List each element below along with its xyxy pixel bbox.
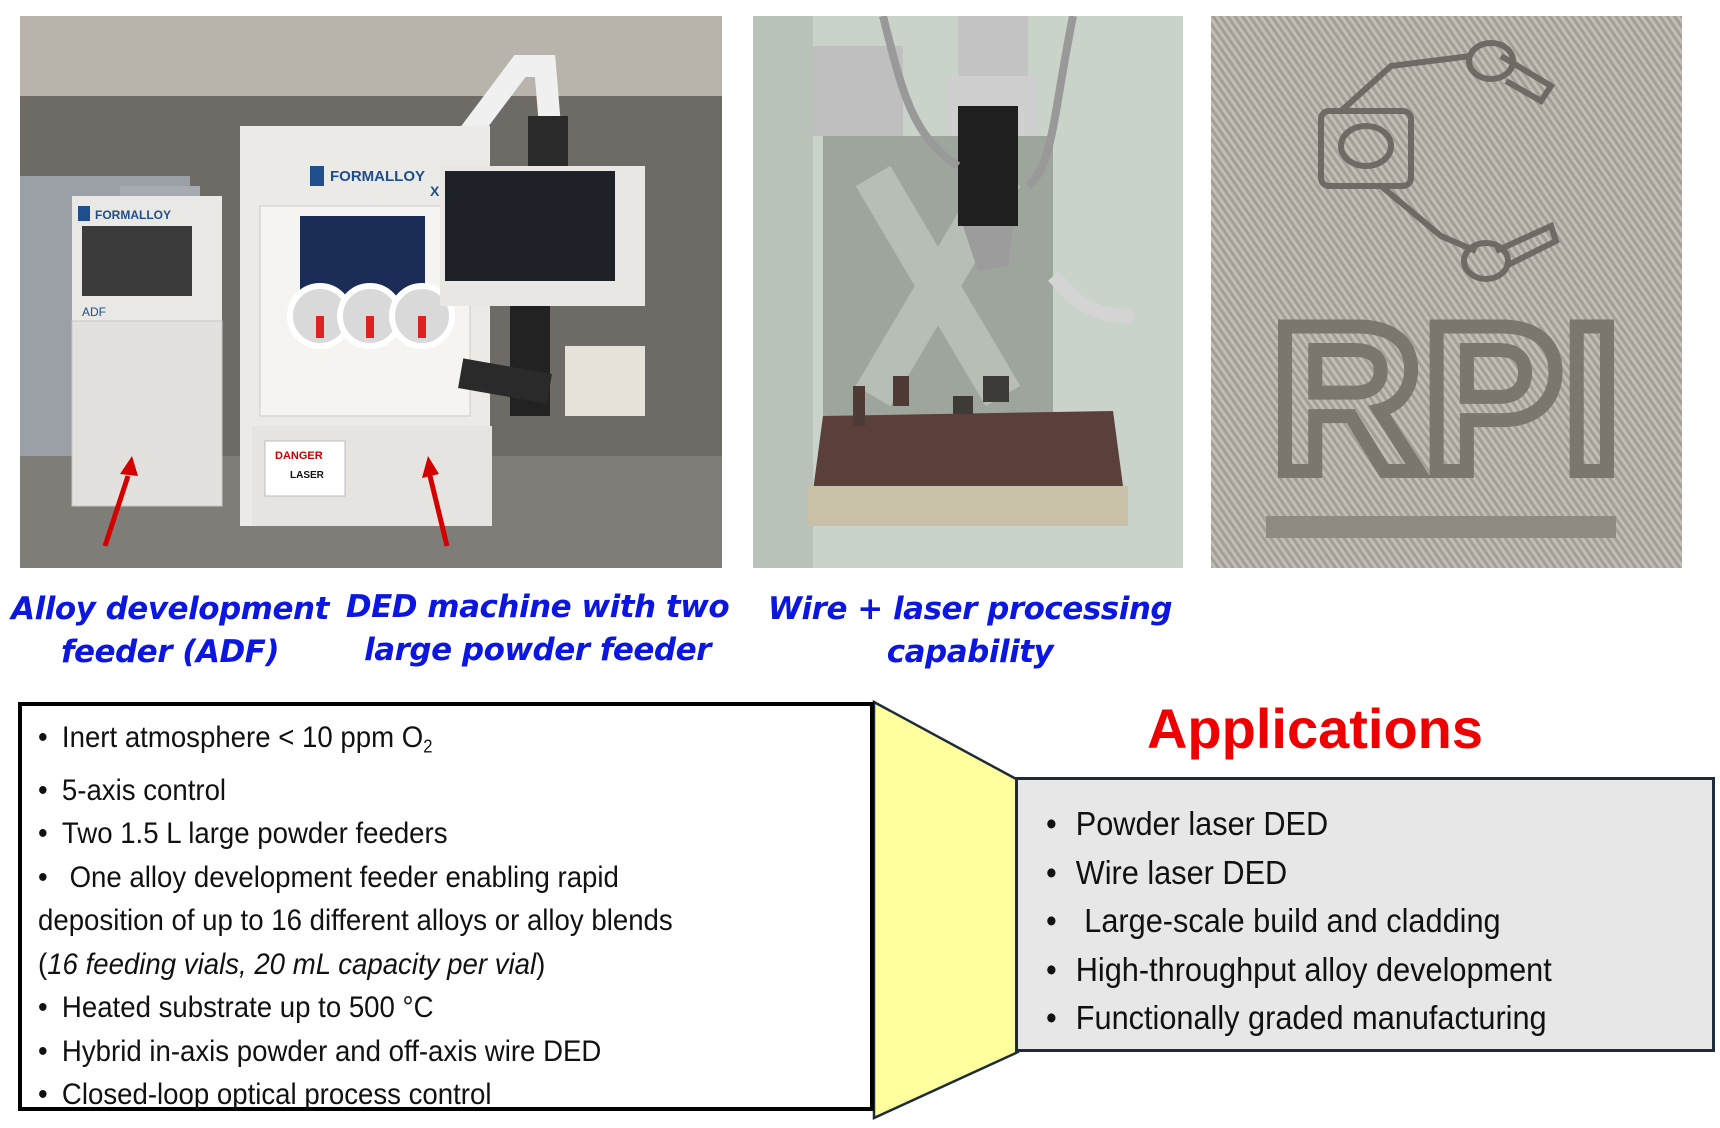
bullet: • [38, 860, 48, 894]
applications-box: • Powder laser DED • Wire laser DED • Larg… [1015, 777, 1715, 1052]
application-text: Functionally graded manufacturing [1075, 999, 1547, 1036]
bullet: • [1046, 999, 1057, 1036]
application-text: High-throughput alloy development [1075, 950, 1552, 988]
spec-text: Closed-loop optical process control [61, 1078, 492, 1112]
adf-tag: ADF [82, 305, 106, 319]
bullet: • [1046, 950, 1057, 988]
bullet: • [38, 1034, 48, 1068]
paren-open: ( [38, 947, 48, 981]
applications-title: Applications [1146, 697, 1484, 760]
spec-text-italic: 16 feeding vials, 20 mL capacity per via… [47, 947, 537, 981]
caption-adf-line1: Alloy development [11, 591, 329, 627]
spec-item: • 5-axis control [38, 769, 803, 813]
caption-wire-line1: Wire + laser processing [767, 591, 1173, 627]
spec-item: • One alloy development feeder enabling … [38, 856, 803, 900]
bullet: • [1046, 853, 1057, 891]
bullet: • [38, 817, 48, 851]
application-text: Wire laser DED [1075, 853, 1288, 891]
spec-text: deposition of up to 16 different alloys … [38, 904, 673, 938]
bullet: • [38, 991, 48, 1025]
caption-wire: Wire + laser processing capability [760, 588, 1180, 674]
spec-item: • Hybrid in-axis powder and off-axis wire… [38, 1030, 803, 1074]
application-text: Large-scale build and cladding [1075, 902, 1501, 939]
spec-text: Heated substrate up to 500 °C [61, 991, 434, 1025]
bullet: • [38, 1078, 48, 1112]
spec-text: Inert atmosphere < 10 ppm O [61, 721, 424, 754]
caption-wire-line2: capability [886, 634, 1054, 670]
spec-item-continuation: (16 feeding vials, 20 mL capacity per vi… [38, 943, 803, 987]
application-item: • Powder laser DED [1046, 800, 1665, 849]
spec-item: • Closed-loop optical process control [38, 1073, 803, 1117]
wire-laser-photo [753, 16, 1183, 568]
axis-tag: X [430, 183, 440, 199]
caption-adf: Alloy development feeder (ADF) [0, 588, 340, 674]
callout-connector [872, 700, 1020, 1120]
spec-item: • Two 1.5 L large powder feeders [38, 812, 803, 856]
wire-laser-illustration [753, 16, 1183, 568]
application-item: • High-throughput alloy development [1046, 946, 1665, 995]
caption-adf-line2: feeder (ADF) [60, 634, 280, 670]
spec-text: Two 1.5 L large powder feeders [61, 817, 448, 851]
specs-box: • Inert atmosphere < 10 ppm O2 • 5-axis co… [18, 702, 874, 1111]
machine-photo-illustration: DANGER LASER FORMALLOY X FORMALLOY ADF [20, 16, 722, 568]
spec-text: Hybrid in-axis powder and off-axis wire … [61, 1034, 602, 1068]
bullet: • [1046, 902, 1057, 939]
arrow-adf [102, 475, 131, 547]
laser-label: LASER [290, 470, 325, 481]
spec-item: • Inert atmosphere < 10 ppm O2 [38, 716, 803, 769]
rpi-print-illustration: RPI [1211, 16, 1682, 568]
machine-photo: DANGER LASER FORMALLOY X FORMALLOY ADF [20, 16, 722, 568]
brand-main: FORMALLOY [330, 168, 425, 185]
brand-feeder: FORMALLOY [95, 208, 171, 222]
rpi-text: RPI [1271, 281, 1621, 516]
application-item: • Large-scale build and cladding [1046, 897, 1665, 946]
bullet: • [38, 721, 48, 754]
caption-ded-line2: large powder feeder [364, 632, 711, 668]
bullet: • [1046, 805, 1057, 842]
subscript: 2 [423, 736, 433, 757]
spec-text: 5-axis control [61, 773, 227, 807]
application-item: • Functionally graded manufacturing [1046, 994, 1665, 1043]
bullet: • [38, 773, 48, 807]
spec-text: One alloy development feeder enabling ra… [61, 860, 619, 894]
application-item: • Wire laser DED [1046, 849, 1665, 898]
arrow-ded [427, 475, 450, 547]
rpi-print-photo: RPI [1211, 16, 1682, 568]
caption-ded-line1: DED machine with two [345, 589, 730, 625]
spec-item: • Heated substrate up to 500 °C [38, 986, 803, 1030]
caption-ded: DED machine with two large powder feeder [340, 586, 735, 672]
spec-item-continuation: deposition of up to 16 different alloys … [38, 899, 803, 943]
application-text: Powder laser DED [1075, 805, 1329, 842]
paren-close: ) [536, 947, 546, 981]
danger-label: DANGER [275, 450, 323, 462]
